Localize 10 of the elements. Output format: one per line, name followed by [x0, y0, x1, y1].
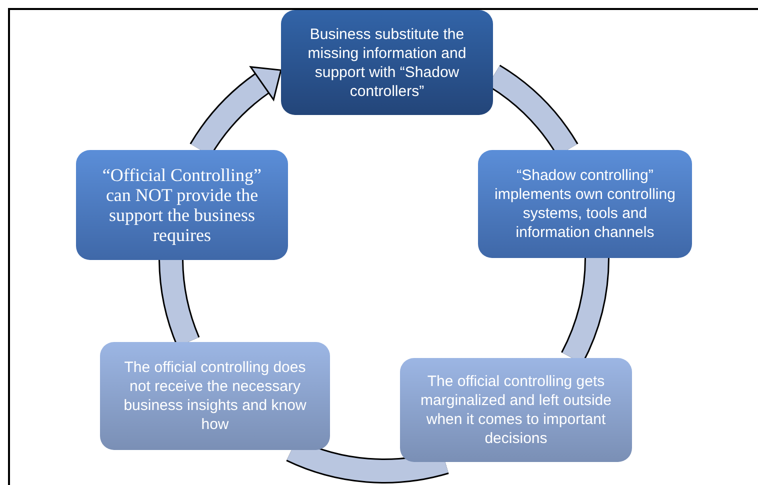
process-box — [100, 342, 330, 450]
box-text: “Shadow controlling” implements own controlling systems, tools and information channels — [494, 166, 676, 242]
box-text: The official controlling gets marginalized and left outside when it comes to important decisions — [420, 372, 612, 448]
process-box — [400, 358, 632, 462]
process-box — [478, 150, 692, 258]
box-text: “Official Controlling” can NOT provide the support the business requires — [101, 165, 263, 245]
box-text: Business substitute the missing information and support with “Shadow controllers” — [306, 24, 468, 100]
box-text: The official controlling does not receive the necessary business insights and know how — [122, 358, 308, 434]
process-box — [281, 10, 493, 115]
process-box — [76, 150, 288, 260]
